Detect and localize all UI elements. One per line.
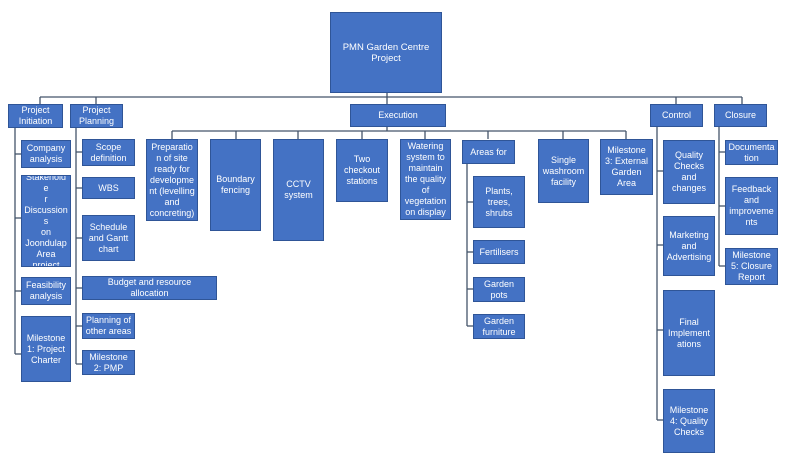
execution-milestone: Milestone 3: External Garden Area: [600, 139, 653, 195]
closure-item: Feedback and improveme nts: [725, 177, 778, 235]
planning-item: WBS: [82, 177, 135, 199]
planning-item: Planning of other areas: [82, 313, 135, 339]
phase-control: Control: [650, 104, 703, 127]
control-milestone: Milestone 4: Quality Checks: [663, 389, 715, 453]
control-item: Quality Checks and changes: [663, 140, 715, 204]
control-item: Final Implement ations: [663, 290, 715, 376]
planning-item: Scope definition: [82, 139, 135, 166]
execution-item: Boundary fencing: [210, 139, 261, 231]
areas-item: Garden pots: [473, 277, 525, 302]
closure-milestone: Milestone 5: Closure Report: [725, 248, 778, 285]
phase-execution: Execution: [350, 104, 446, 127]
initiation-item: Stakeholde r Discussions on Joondulap Ar…: [21, 175, 71, 267]
initiation-milestone: Milestone 1: Project Charter: [21, 316, 71, 382]
planning-milestone: Milestone 2: PMP: [82, 350, 135, 375]
areas-item: Garden furniture: [473, 314, 525, 339]
execution-item: Preparatio n of site ready for developme…: [146, 139, 198, 221]
execution-item: Two checkout stations: [336, 139, 388, 202]
initiation-item: Company analysis: [21, 140, 71, 168]
planning-item: Budget and resource allocation: [82, 276, 217, 300]
closure-item: Documenta tion: [725, 140, 778, 165]
phase-planning: Project Planning: [70, 104, 123, 128]
phase-closure: Closure: [714, 104, 767, 127]
execution-areas-for: Areas for: [462, 140, 515, 164]
areas-item: Plants, trees, shrubs: [473, 176, 525, 228]
areas-item: Fertilisers: [473, 240, 525, 264]
root-box: PMN Garden Centre Project: [330, 12, 442, 93]
initiation-item: Feasibility analysis: [21, 277, 71, 305]
control-item: Marketing and Advertising: [663, 216, 715, 276]
phase-initiation: Project Initiation: [8, 104, 63, 128]
execution-item: Single washroom facility: [538, 139, 589, 203]
execution-item: CCTV system: [273, 139, 324, 241]
planning-item: Schedule and Gantt chart: [82, 215, 135, 261]
execution-item: Watering system to maintain the quality …: [400, 139, 451, 220]
